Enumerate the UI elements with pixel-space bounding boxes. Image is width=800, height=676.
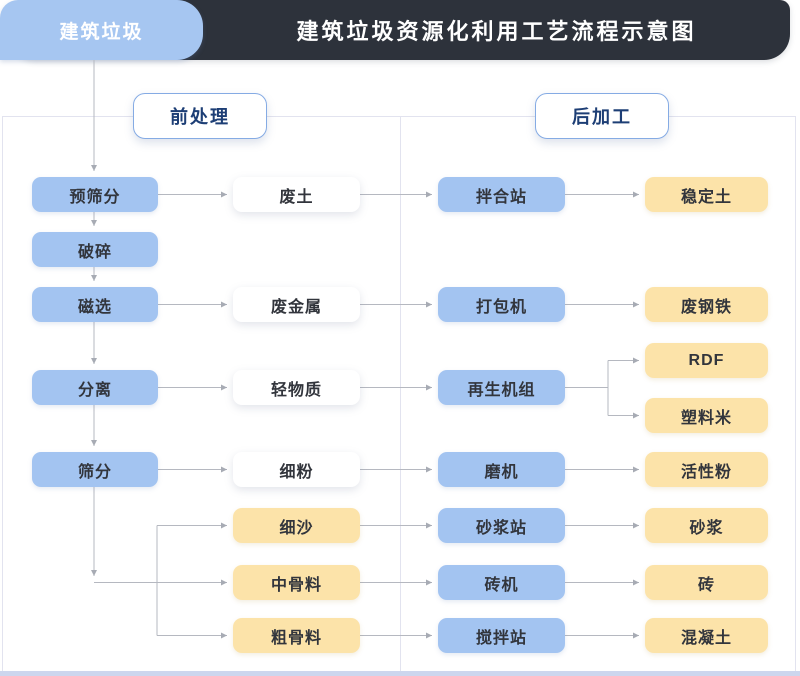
diagram-frame — [2, 116, 796, 672]
node-concrete-mixing-station: 搅拌站 — [438, 618, 565, 653]
node-medium-aggregate: 中骨料 — [233, 565, 360, 600]
bottom-accent-bar — [0, 671, 800, 676]
node-mixing-plant: 拌合站 — [438, 177, 565, 212]
node-waste-soil: 废土 — [233, 177, 360, 212]
node-waste-metal: 废金属 — [233, 287, 360, 322]
node-separation: 分离 — [32, 370, 158, 405]
node-brick: 砖 — [645, 565, 768, 600]
node-stabilized-soil: 稳定土 — [645, 177, 768, 212]
source-node-label: 建筑垃圾 — [59, 21, 144, 43]
node-pre-screening: 预筛分 — [32, 177, 158, 212]
node-fine-sand: 细沙 — [233, 508, 360, 543]
node-concrete: 混凝土 — [645, 618, 768, 653]
node-magnetic-separation: 磁选 — [32, 287, 158, 322]
section-post-label: 后加工 — [572, 107, 632, 127]
node-active-powder: 活性粉 — [645, 452, 768, 487]
source-node-construction-waste: 建筑垃圾 — [0, 0, 203, 60]
section-pre-label: 前处理 — [170, 107, 230, 127]
section-pre-processing: 前处理 — [133, 93, 267, 139]
section-post-processing: 后加工 — [535, 93, 669, 139]
node-brick-machine: 砖机 — [438, 565, 565, 600]
column-divider — [400, 116, 401, 672]
node-regeneration-unit: 再生机组 — [438, 370, 565, 405]
node-rdf: RDF — [645, 343, 768, 378]
node-coarse-aggregate: 粗骨料 — [233, 618, 360, 653]
node-crushing: 破碎 — [32, 232, 158, 267]
node-plastic-pellets: 塑料米 — [645, 398, 768, 433]
node-mortar-station: 砂浆站 — [438, 508, 565, 543]
node-fine-powder: 细粉 — [233, 452, 360, 487]
node-baler: 打包机 — [438, 287, 565, 322]
page-title: 建筑垃圾资源化利用工艺流程示意图 — [296, 19, 697, 44]
node-light-material: 轻物质 — [233, 370, 360, 405]
node-scrap-steel: 废钢铁 — [645, 287, 768, 322]
node-mortar: 砂浆 — [645, 508, 768, 543]
node-mill: 磨机 — [438, 452, 565, 487]
node-screening: 筛分 — [32, 452, 158, 487]
